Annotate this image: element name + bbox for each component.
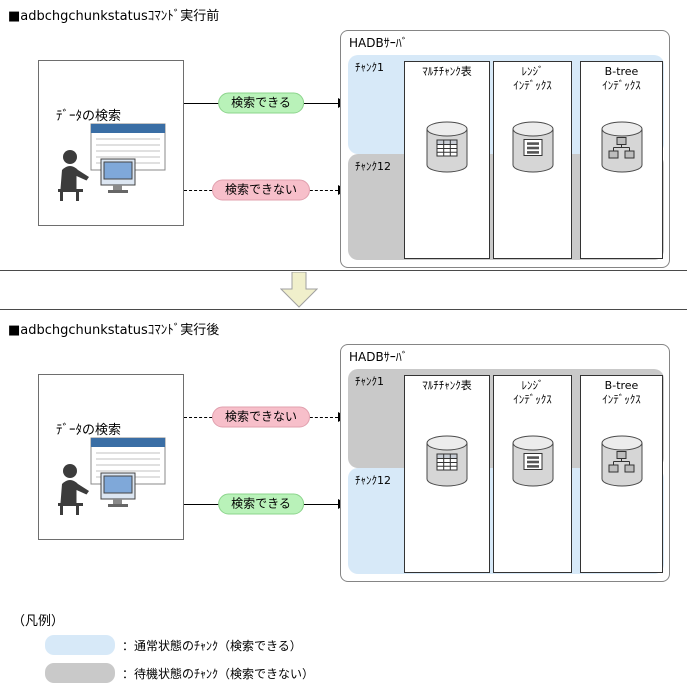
multichunk-table-column: ﾏﾙﾁﾁｬﾝｸ表	[404, 375, 490, 573]
column-header-line: ｲﾝﾃﾞｯｸｽ	[602, 393, 641, 407]
legend-item-normal: ：通常状態のﾁｬﾝｸ（検索できる）	[45, 634, 302, 656]
hadb-server-box: HADBｻｰﾊﾞ ﾁｬﾝｸ1 ﾁｬﾝｸ12 ﾏﾙﾁﾁｬﾝｸ表	[340, 344, 670, 582]
column-header-line: ｲﾝﾃﾞｯｸｽ	[513, 393, 552, 407]
column-header-line: ｲﾝﾃﾞｯｸｽ	[513, 79, 552, 93]
column-header-line: B-tree	[604, 379, 639, 392]
hadb-server-label: HADBｻｰﾊﾞ	[349, 350, 408, 364]
btree-index-column: B-tree ｲﾝﾃﾞｯｸｽ	[580, 375, 663, 573]
column-header-line: ﾏﾙﾁﾁｬﾝｸ表	[422, 379, 472, 392]
range-index-header: ﾚﾝｼﾞ ｲﾝﾃﾞｯｸｽ	[494, 62, 571, 94]
section-title-before: ■adbchgchunkstatusｺﾏﾝﾄﾞ実行前	[8, 9, 220, 24]
status-pill-not-searchable: 検索できない	[211, 406, 311, 428]
divider-line-bottom	[0, 309, 687, 310]
btree-index-column: B-tree ｲﾝﾃﾞｯｸｽ	[580, 61, 663, 259]
chunk1-label: ﾁｬﾝｸ1	[355, 61, 384, 74]
range-index-column: ﾚﾝｼﾞ ｲﾝﾃﾞｯｸｽ	[493, 375, 572, 573]
chunk1-label: ﾁｬﾝｸ1	[355, 375, 384, 388]
database-cylinder-btree-icon	[601, 435, 642, 487]
status-pill-not-searchable: 検索できない	[211, 179, 311, 201]
column-header-line: ﾚﾝｼﾞ	[521, 379, 544, 392]
diagram-before: ■adbchgchunkstatusｺﾏﾝﾄﾞ実行前 ﾃﾞｰﾀの検索 検索できる	[0, 0, 687, 292]
column-header-line: ｲﾝﾃﾞｯｸｽ	[602, 79, 641, 93]
hadb-server-label: HADBｻｰﾊﾞ	[349, 36, 408, 50]
legend-title: （凡例）	[12, 614, 65, 629]
range-index-header: ﾚﾝｼﾞ ｲﾝﾃﾞｯｸｽ	[494, 376, 571, 408]
btree-index-header: B-tree ｲﾝﾃﾞｯｸｽ	[581, 62, 662, 94]
client-label: ﾃﾞｰﾀの検索	[56, 423, 122, 438]
range-index-column: ﾚﾝｼﾞ ｲﾝﾃﾞｯｸｽ	[493, 61, 572, 259]
section-title-after: ■adbchgchunkstatusｺﾏﾝﾄﾞ実行後	[8, 323, 220, 338]
btree-index-header: B-tree ｲﾝﾃﾞｯｸｽ	[581, 376, 662, 408]
legend-label-waiting: ：待機状態のﾁｬﾝｸ（検索できない）	[122, 666, 315, 681]
client-box: ﾃﾞｰﾀの検索	[38, 374, 184, 540]
multichunk-table-column: ﾏﾙﾁﾁｬﾝｸ表	[404, 61, 490, 259]
database-cylinder-range-icon	[512, 435, 553, 487]
database-cylinder-btree-icon	[601, 121, 642, 173]
client-box: ﾃﾞｰﾀの検索	[38, 60, 184, 226]
chunk12-label: ﾁｬﾝｸ12	[355, 474, 391, 487]
database-cylinder-table-icon	[426, 435, 468, 487]
transition-down-arrow-icon	[280, 272, 318, 308]
multichunk-table-header: ﾏﾙﾁﾁｬﾝｸ表	[405, 62, 489, 79]
legend-swatch-waiting	[45, 663, 115, 683]
column-header-line: B-tree	[604, 65, 639, 78]
multichunk-table-header: ﾏﾙﾁﾁｬﾝｸ表	[405, 376, 489, 393]
user-at-computer-icon	[58, 123, 166, 201]
hadb-server-box: HADBｻｰﾊﾞ ﾁｬﾝｸ1 ﾁｬﾝｸ12 ﾏﾙﾁﾁｬﾝｸ表	[340, 30, 670, 268]
diagram-after: ■adbchgchunkstatusｺﾏﾝﾄﾞ実行後 ﾃﾞｰﾀの検索 検索できな…	[0, 314, 687, 606]
legend-item-waiting: ：待機状態のﾁｬﾝｸ（検索できない）	[45, 662, 314, 684]
divider-line-top	[0, 270, 687, 271]
client-label: ﾃﾞｰﾀの検索	[56, 109, 122, 124]
status-pill-searchable: 検索できる	[218, 493, 304, 515]
column-header-line: ﾚﾝｼﾞ	[521, 65, 544, 78]
database-cylinder-table-icon	[426, 121, 468, 173]
column-header-line: ﾏﾙﾁﾁｬﾝｸ表	[422, 65, 472, 78]
legend-label-normal: ：通常状態のﾁｬﾝｸ（検索できる）	[122, 638, 302, 653]
legend-swatch-normal	[45, 635, 115, 655]
user-at-computer-icon	[58, 437, 166, 515]
chunk12-label: ﾁｬﾝｸ12	[355, 160, 391, 173]
status-pill-searchable: 検索できる	[218, 92, 304, 114]
database-cylinder-range-icon	[512, 121, 553, 173]
